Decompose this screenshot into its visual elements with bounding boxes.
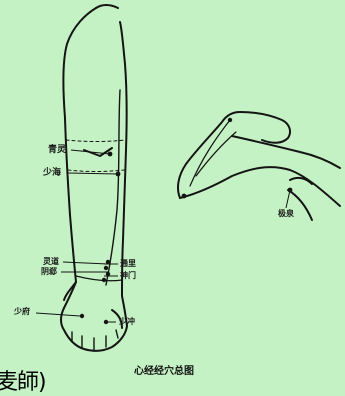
left-arm-outline [61, 8, 127, 351]
label-qingling: 青灵 [48, 146, 66, 155]
jiquan-point [288, 188, 293, 193]
shenmen-point [102, 278, 106, 282]
yinxi-point [106, 272, 110, 276]
meridian-line [106, 90, 120, 285]
tongli-point [104, 266, 108, 270]
upper-crease [66, 140, 126, 142]
right-arm-inner [180, 167, 340, 206]
wrist-line [76, 276, 122, 281]
lingdao-point [106, 260, 110, 264]
shaofu-point [80, 314, 84, 318]
label-shaohai: 少海 [43, 169, 61, 178]
label-shaochong: 少冲 [119, 318, 135, 326]
arm-drawings [0, 0, 345, 383]
shoulder-curve [96, 5, 118, 8]
diagram-caption: 心经经穴总图 [134, 362, 194, 377]
shaohai-point [116, 172, 121, 177]
label-lingdao: 灵道 [43, 258, 59, 266]
label-shenmen: 神门 [120, 272, 136, 280]
label-yinxi: 阴郄 [41, 268, 57, 276]
meridian-diagram: 青灵 少海 灵道 阴郄 通里 神门 少府 少冲 极泉 心经经穴总图 麦師) [0, 0, 345, 383]
elbow-line [68, 170, 124, 172]
right-shaochong-point [228, 118, 232, 122]
label-shaofu: 少府 [14, 308, 30, 316]
label-tongli: 通里 [120, 260, 136, 268]
right-shaohai-point [182, 194, 187, 199]
label-jiquan: 极泉 [278, 210, 294, 218]
shaochong-point [104, 320, 108, 324]
cropped-text: 麦師) [0, 364, 46, 396]
right-arm-outer [178, 112, 290, 198]
qingling-point [108, 152, 113, 157]
armpit-fold [290, 178, 312, 184]
